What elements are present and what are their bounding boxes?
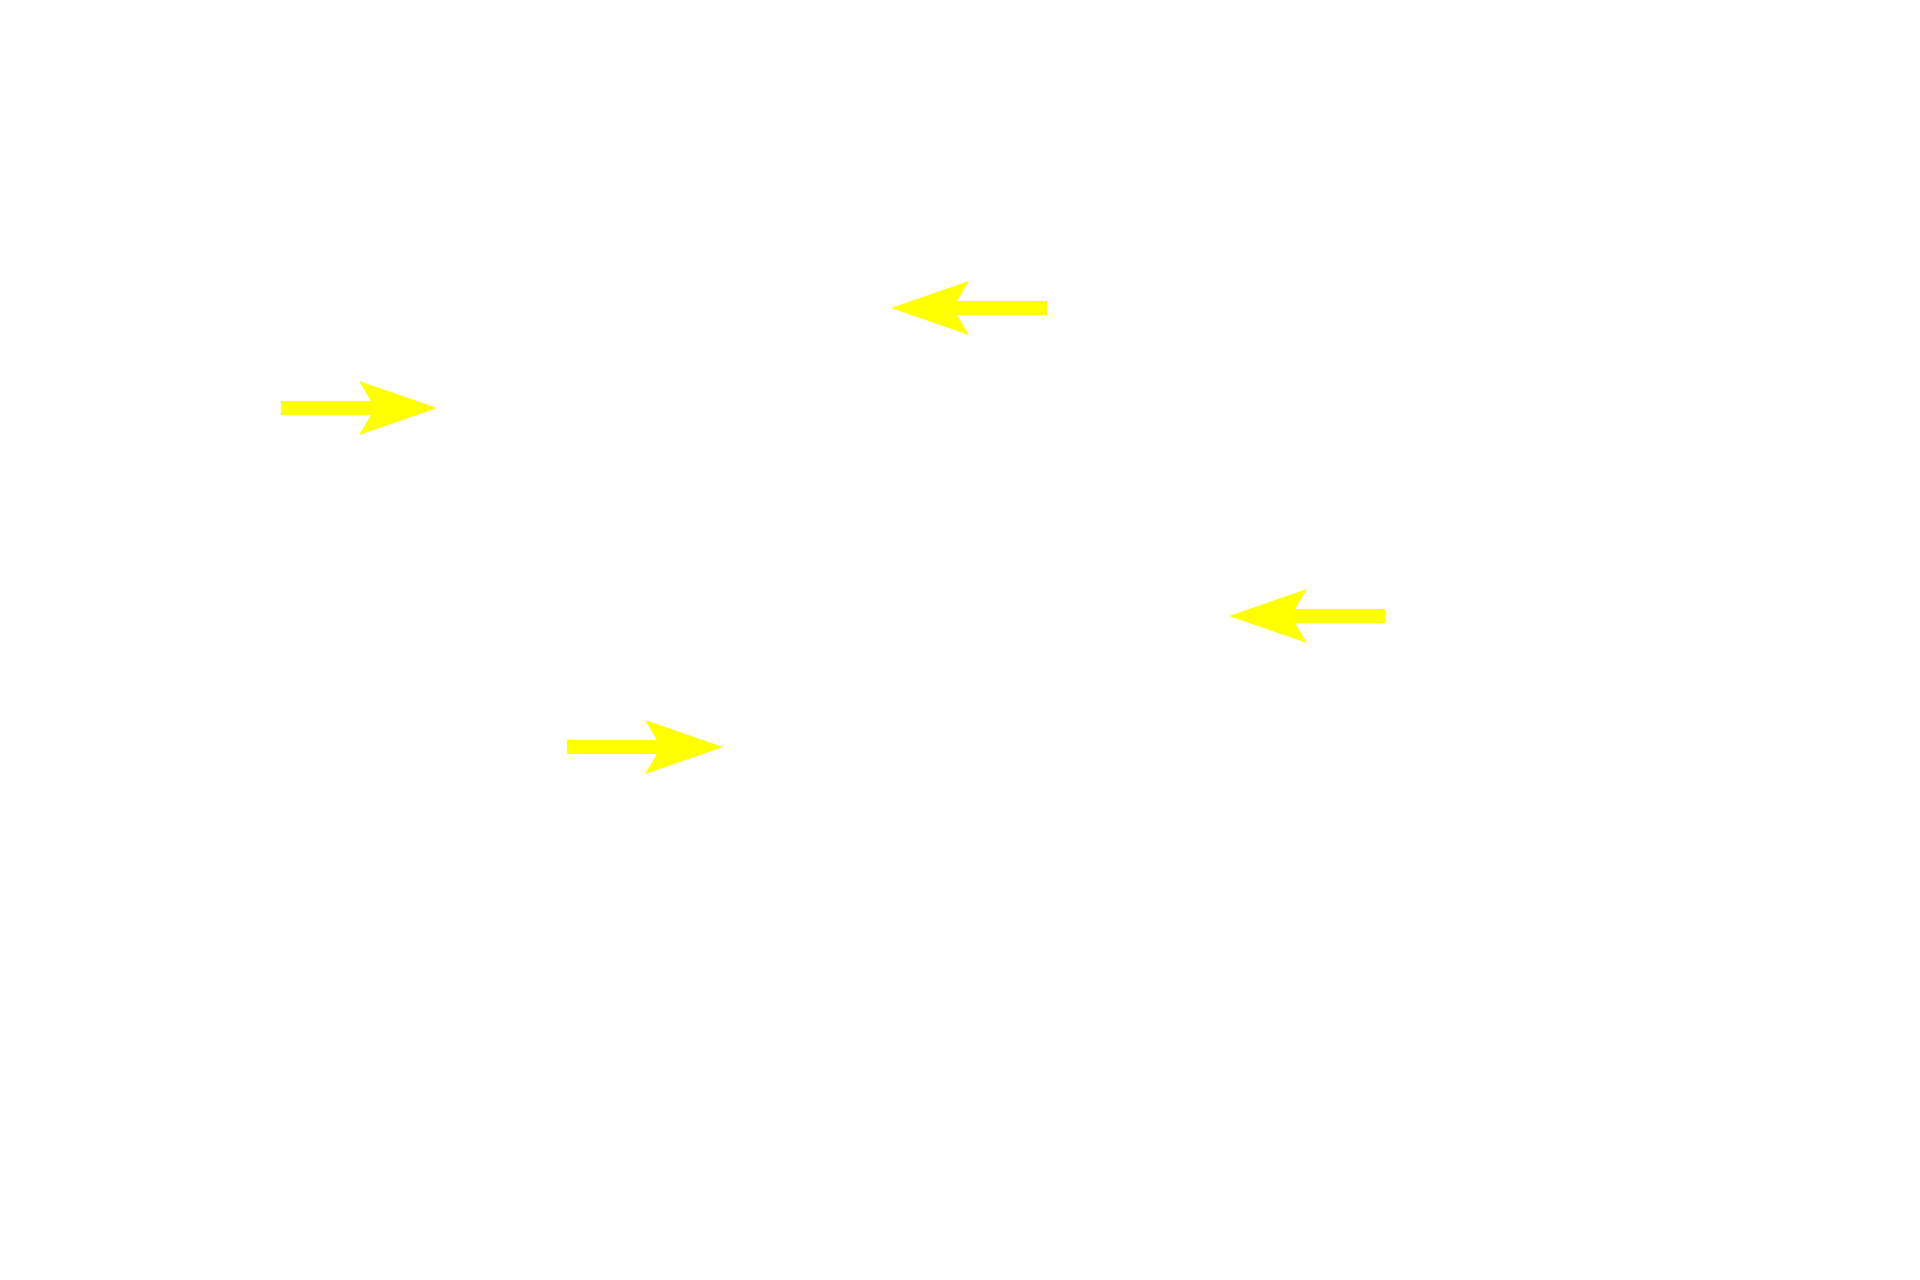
- arrow-right-icon-shape: [567, 720, 723, 774]
- arrow-left-icon-fill: [1229, 589, 1385, 643]
- arrow-left-icon-shape: [891, 281, 1047, 335]
- arrow-left-icon: [1229, 589, 1385, 643]
- arrow-right-icon: [281, 381, 437, 435]
- arrow-right-icon-fill: [281, 381, 437, 435]
- arrow-left-icon-fill: [891, 281, 1047, 335]
- arrow-left-icon: [891, 281, 1047, 335]
- arrow-right-icon-shape: [281, 381, 437, 435]
- arrow-left-icon-shape: [1229, 589, 1385, 643]
- arrow-right-icon-fill: [567, 720, 723, 774]
- arrow-right-icon: [567, 720, 723, 774]
